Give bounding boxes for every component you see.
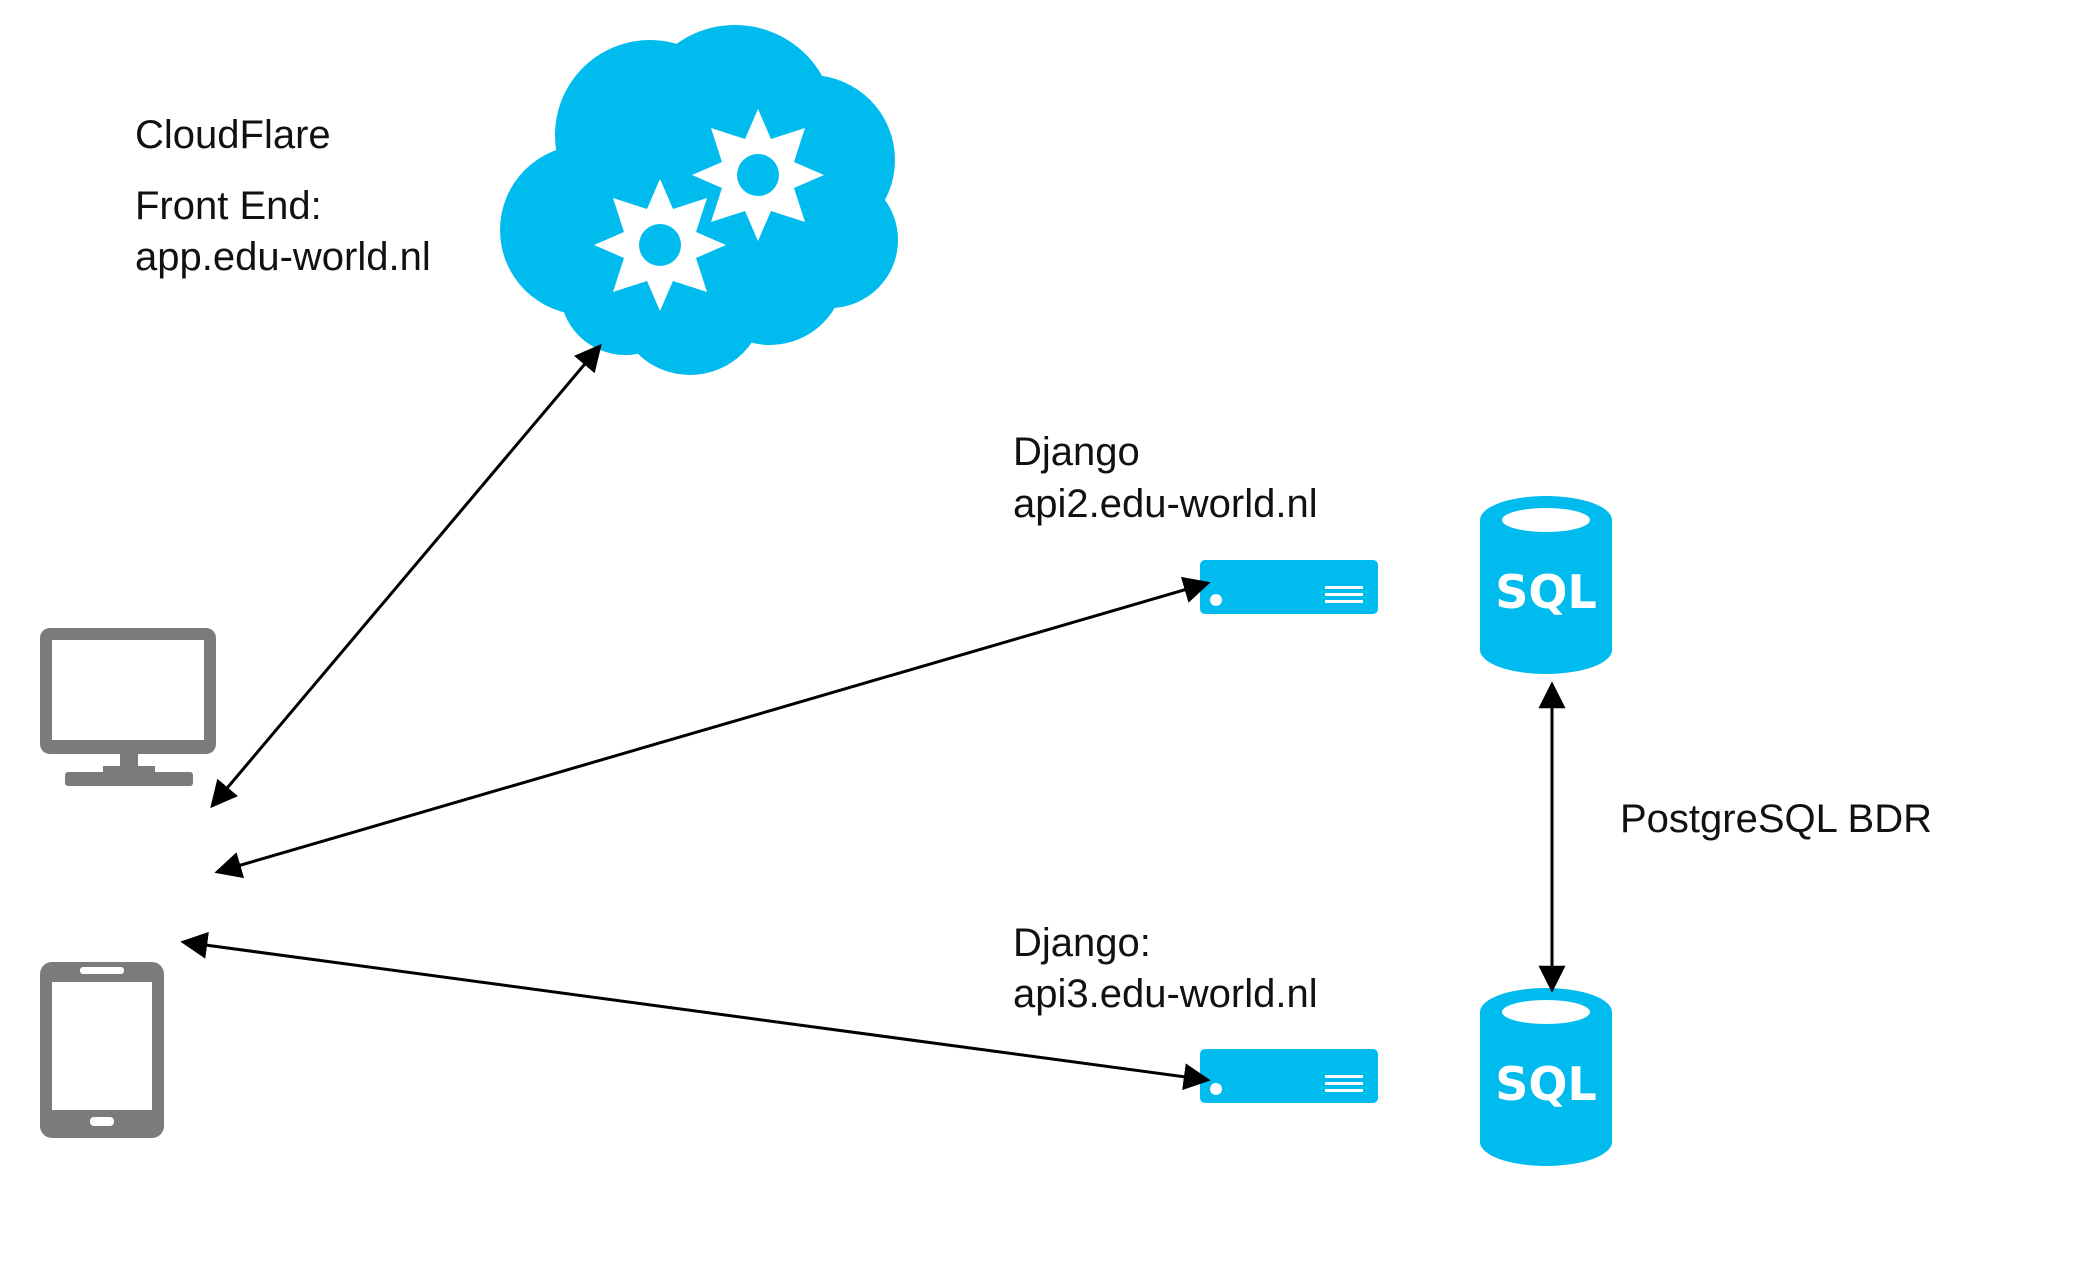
edge-client-api2 bbox=[214, 576, 1211, 879]
api3-title: Django: bbox=[1013, 921, 1151, 965]
edge-client-api3 bbox=[180, 931, 1211, 1091]
cloudflare-title: CloudFlare bbox=[135, 113, 331, 157]
gear-icon bbox=[594, 179, 726, 311]
replication-label: PostgreSQL BDR bbox=[1620, 797, 1932, 841]
database-icon: SQL bbox=[1480, 496, 1612, 674]
gear-icon bbox=[692, 109, 824, 241]
api3-host: api3.edu-world.nl bbox=[1013, 972, 1318, 1016]
api2-title: Django bbox=[1013, 430, 1140, 474]
server-icon bbox=[1200, 1049, 1378, 1103]
db-label: SQL bbox=[1495, 565, 1597, 619]
monitor-screen bbox=[52, 640, 204, 740]
tablet-icon bbox=[40, 962, 164, 1138]
db-label: SQL bbox=[1495, 1057, 1597, 1111]
cloudflare-role: Front End: bbox=[135, 184, 322, 228]
api2-host: api2.edu-world.nl bbox=[1013, 482, 1318, 526]
database-icon: SQL bbox=[1480, 988, 1612, 1166]
cloud-gears-icon bbox=[500, 25, 898, 375]
edge-client-cloudflare bbox=[210, 343, 602, 809]
server-icon bbox=[1200, 560, 1378, 614]
cloudflare-host: app.edu-world.nl bbox=[135, 235, 431, 279]
